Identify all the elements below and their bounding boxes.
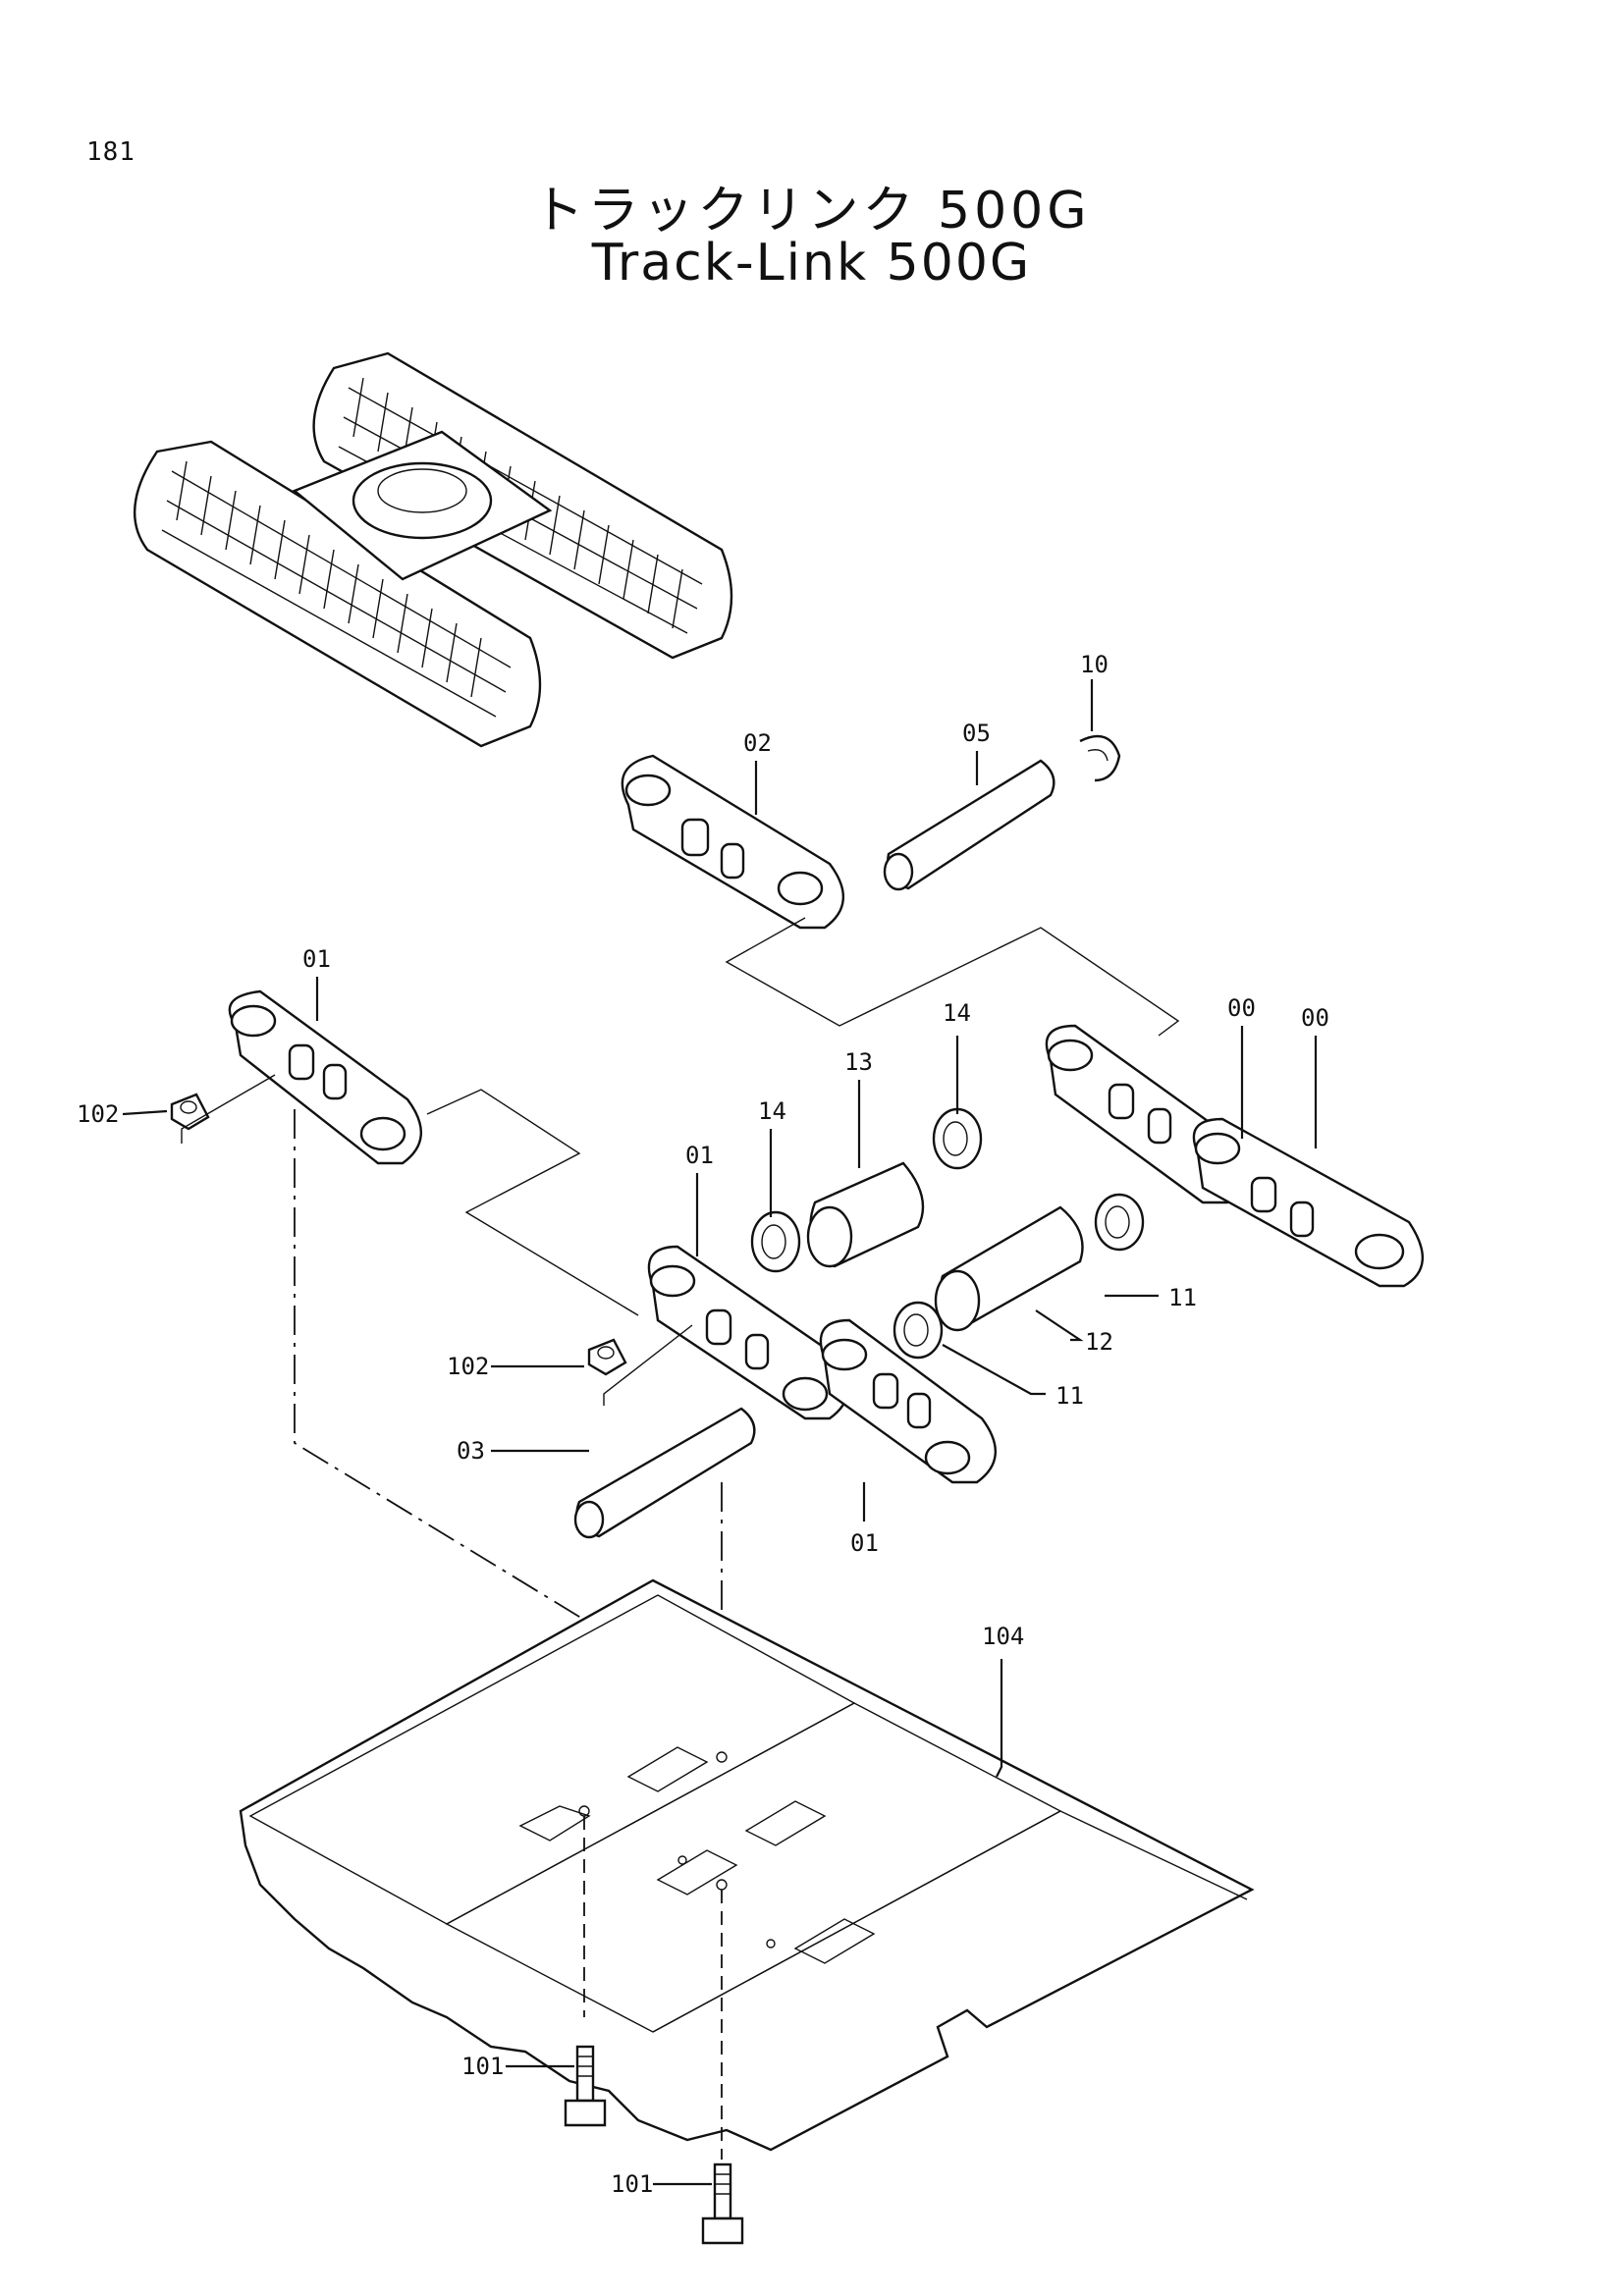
page-number: 181 [86, 137, 135, 167]
callout-102-left: 102 [77, 1100, 119, 1128]
callout-101-upper: 101 [461, 2053, 504, 2080]
part-bolt-101-upper [564, 2045, 607, 2127]
part-pin-05 [883, 759, 1055, 891]
part-link-01-center [647, 1245, 849, 1420]
callout-11-left: 11 [1055, 1382, 1084, 1410]
part-link-02 [621, 754, 844, 930]
part-ring-10 [1079, 734, 1121, 782]
callout-00-front: 00 [1301, 1004, 1329, 1032]
callout-00-back: 00 [1227, 994, 1256, 1022]
callout-03: 03 [457, 1437, 485, 1465]
part-link-00-back [1045, 1024, 1247, 1204]
part-track-shoe-104 [239, 1578, 1255, 2152]
callout-10: 10 [1080, 651, 1109, 678]
part-nut-102-left [170, 1093, 210, 1131]
assembly-line-01-center [426, 1089, 639, 1316]
callout-101-lower: 101 [611, 2170, 653, 2198]
part-seal-14-right [932, 1107, 983, 1170]
part-bushing-13 [806, 1161, 925, 1268]
part-nut-102-center [587, 1338, 627, 1376]
undercarriage-illustration [133, 351, 733, 748]
title-japanese: トラックリンク 500G [532, 182, 1091, 240]
callout-01-top: 01 [302, 945, 331, 973]
part-link-00-front [1192, 1117, 1424, 1288]
callout-13: 13 [844, 1048, 873, 1076]
nut-line-center [603, 1324, 693, 1406]
callout-11-right: 11 [1168, 1284, 1197, 1311]
callout-12: 12 [1085, 1328, 1113, 1356]
callout-01-bottom: 01 [850, 1529, 879, 1557]
part-seal-11-left [893, 1301, 944, 1360]
leader-lines [122, 679, 1318, 2186]
callout-02: 02 [743, 729, 772, 757]
assembly-line-02-00 [725, 917, 1180, 1037]
nut-line-left [181, 1074, 276, 1144]
part-bushing-12 [934, 1205, 1084, 1332]
part-link-01-upper [228, 989, 422, 1165]
callout-14-right: 14 [943, 999, 971, 1027]
part-bolt-101-lower [701, 2163, 744, 2245]
callout-102-center: 102 [447, 1353, 489, 1380]
callout-05: 05 [962, 720, 991, 747]
callout-01-mid: 01 [685, 1142, 714, 1169]
callout-104: 104 [982, 1623, 1024, 1650]
callout-14-left: 14 [758, 1097, 786, 1125]
part-seal-14-left [750, 1210, 801, 1273]
part-seal-11-right [1094, 1193, 1145, 1252]
title-english: Track-Link 500G [591, 234, 1032, 293]
part-link-01-bottom [819, 1318, 997, 1484]
part-pin-03 [573, 1407, 756, 1539]
